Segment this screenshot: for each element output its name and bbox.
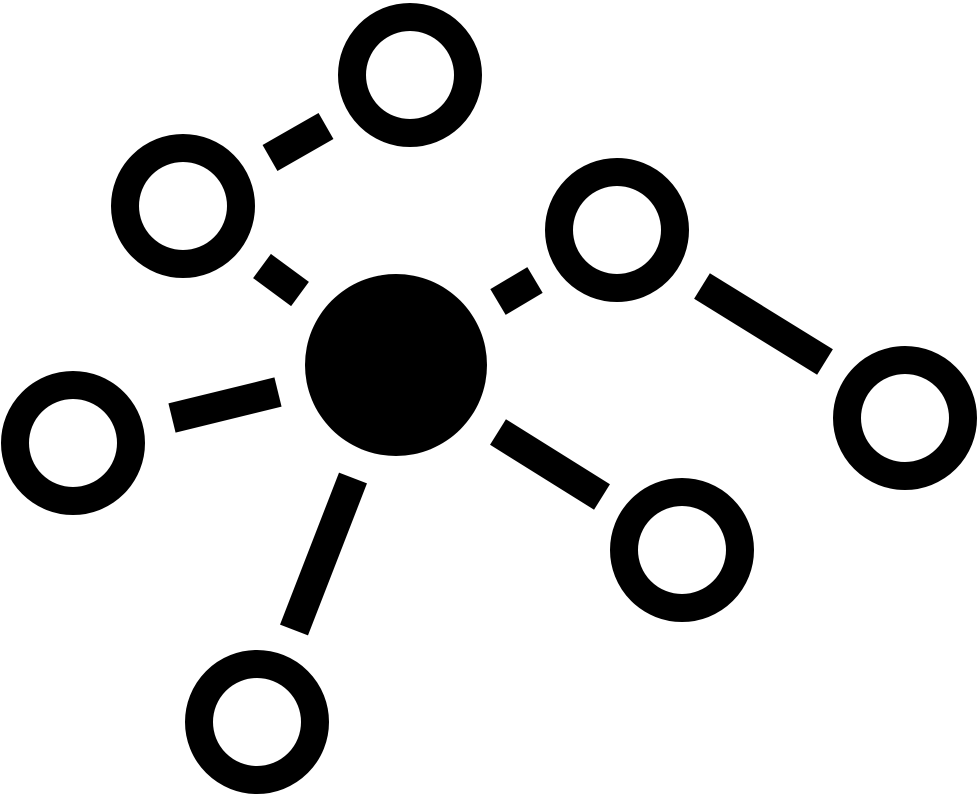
node-upper-left [111, 134, 255, 278]
nodes-group [1, 3, 977, 794]
link-hub-to-lower-right [490, 419, 610, 510]
links-group [168, 112, 833, 636]
link-hub-to-left [168, 377, 282, 433]
node-left [1, 371, 145, 515]
link-right-to-far-right [694, 273, 833, 375]
link-hub-to-bottom [280, 472, 367, 636]
node-far-right [833, 346, 977, 490]
link-hub-to-right [490, 267, 543, 315]
node-top [338, 3, 482, 147]
link-hub-to-upper-left [253, 253, 309, 307]
node-lower-right [610, 478, 754, 622]
node-right [545, 158, 689, 302]
central-hub-node [305, 274, 487, 456]
node-bottom [185, 650, 329, 794]
link-upper-left-to-top [262, 112, 334, 172]
